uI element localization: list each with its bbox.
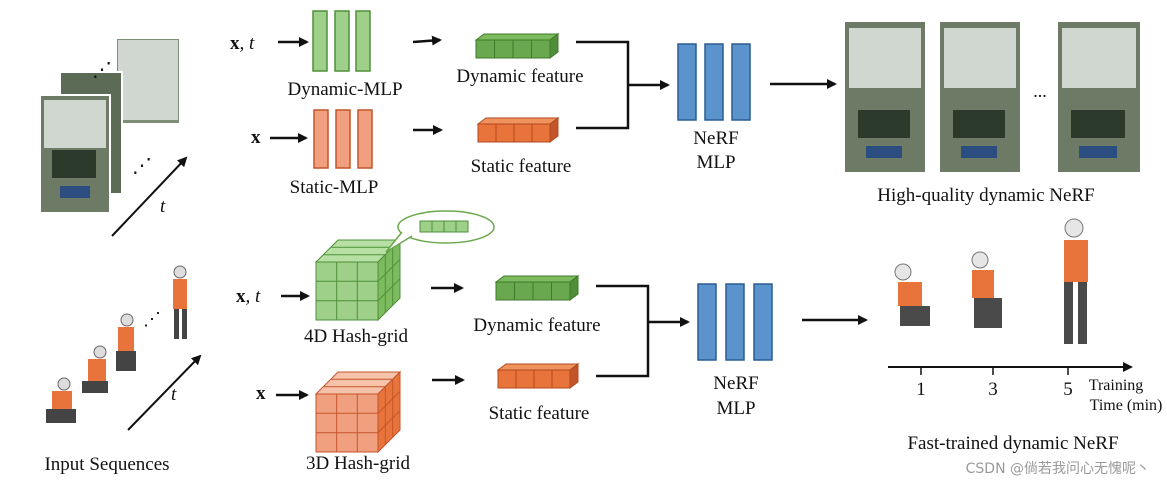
hash-grid-3d-cube	[314, 370, 402, 454]
frames-ellipsis-side: ⋰	[132, 155, 152, 177]
nerf-mlp-block-bottom	[697, 283, 773, 361]
nerf-mlp-block-top	[677, 43, 751, 121]
dynamic-feature-label-bottom: Dynamic feature	[473, 315, 600, 336]
workers-ellipsis: ⋰	[143, 309, 161, 329]
nerf-mlp-label-top-line2: MLP	[696, 152, 735, 173]
dynamic-feature-label-top: Dynamic feature	[456, 66, 583, 87]
time-axis-label-top: t	[160, 196, 166, 217]
input-x-label-bottom: x	[256, 383, 266, 404]
static-mlp-block	[313, 109, 373, 169]
static-feature-label-top: Static feature	[471, 156, 572, 177]
output-workers	[894, 218, 1088, 344]
feature-vector-bubble	[385, 210, 495, 253]
frames-ellipsis-top: ⋰	[92, 59, 112, 81]
arrow-to-dynamic-feature-top	[412, 35, 442, 46]
dynamic-feature-block-top	[474, 33, 560, 59]
static-mlp-label: Static-MLP	[290, 177, 379, 198]
nerf-mlp-label-bottom-line2: MLP	[716, 398, 755, 419]
time-axis-label-bottom: t	[171, 384, 177, 405]
input-sequences-label: Input Sequences	[44, 454, 169, 475]
nerf-mlp-label-top-line1: NeRF	[693, 128, 738, 149]
training-time-label-line1: Training	[1089, 377, 1144, 394]
input-xt-label-top: x, t	[230, 33, 255, 54]
hash-grid-3d-label: 3D Hash-grid	[306, 453, 410, 474]
static-feature-block-bottom	[496, 363, 580, 389]
static-feature-block-top	[476, 117, 560, 143]
nerf-mlp-label-bottom-line1: NeRF	[713, 373, 758, 394]
output-ellipsis-top: ...	[1033, 81, 1047, 101]
hash-grid-4d-cube	[314, 238, 402, 322]
input-x-label-top: x	[251, 127, 261, 148]
input-frames-printer: ⋰ ⋰	[39, 37, 181, 214]
csdn-watermark: CSDN @倘若我问心无愧呢丶	[966, 461, 1150, 477]
dynamic-mlp-block	[312, 10, 371, 72]
time-axis-arrow-bottom	[127, 354, 202, 431]
static-feature-label-bottom: Static feature	[489, 403, 590, 424]
tick-label-5: 5	[1063, 379, 1073, 400]
output-label-top: High-quality dynamic NeRF	[877, 185, 1094, 206]
input-xt-label-bottom: x, t	[236, 286, 261, 307]
output-label-bottom: Fast-trained dynamic NeRF	[907, 433, 1118, 454]
merge-bracket-bottom	[596, 284, 650, 378]
hash-grid-4d-label: 4D Hash-grid	[304, 326, 408, 347]
dynamic-feature-block-bottom	[494, 275, 580, 301]
time-axis-arrow-top	[111, 156, 188, 237]
merge-bracket-top	[576, 40, 630, 130]
training-time-label-line2: Time (min)	[1090, 397, 1163, 414]
dynamic-mlp-label: Dynamic-MLP	[287, 79, 402, 100]
tick-label-3: 3	[988, 379, 998, 400]
input-sequence-workers: ⋰	[46, 265, 187, 423]
output-renders-top	[845, 22, 1140, 172]
tick-label-1: 1	[916, 379, 926, 400]
